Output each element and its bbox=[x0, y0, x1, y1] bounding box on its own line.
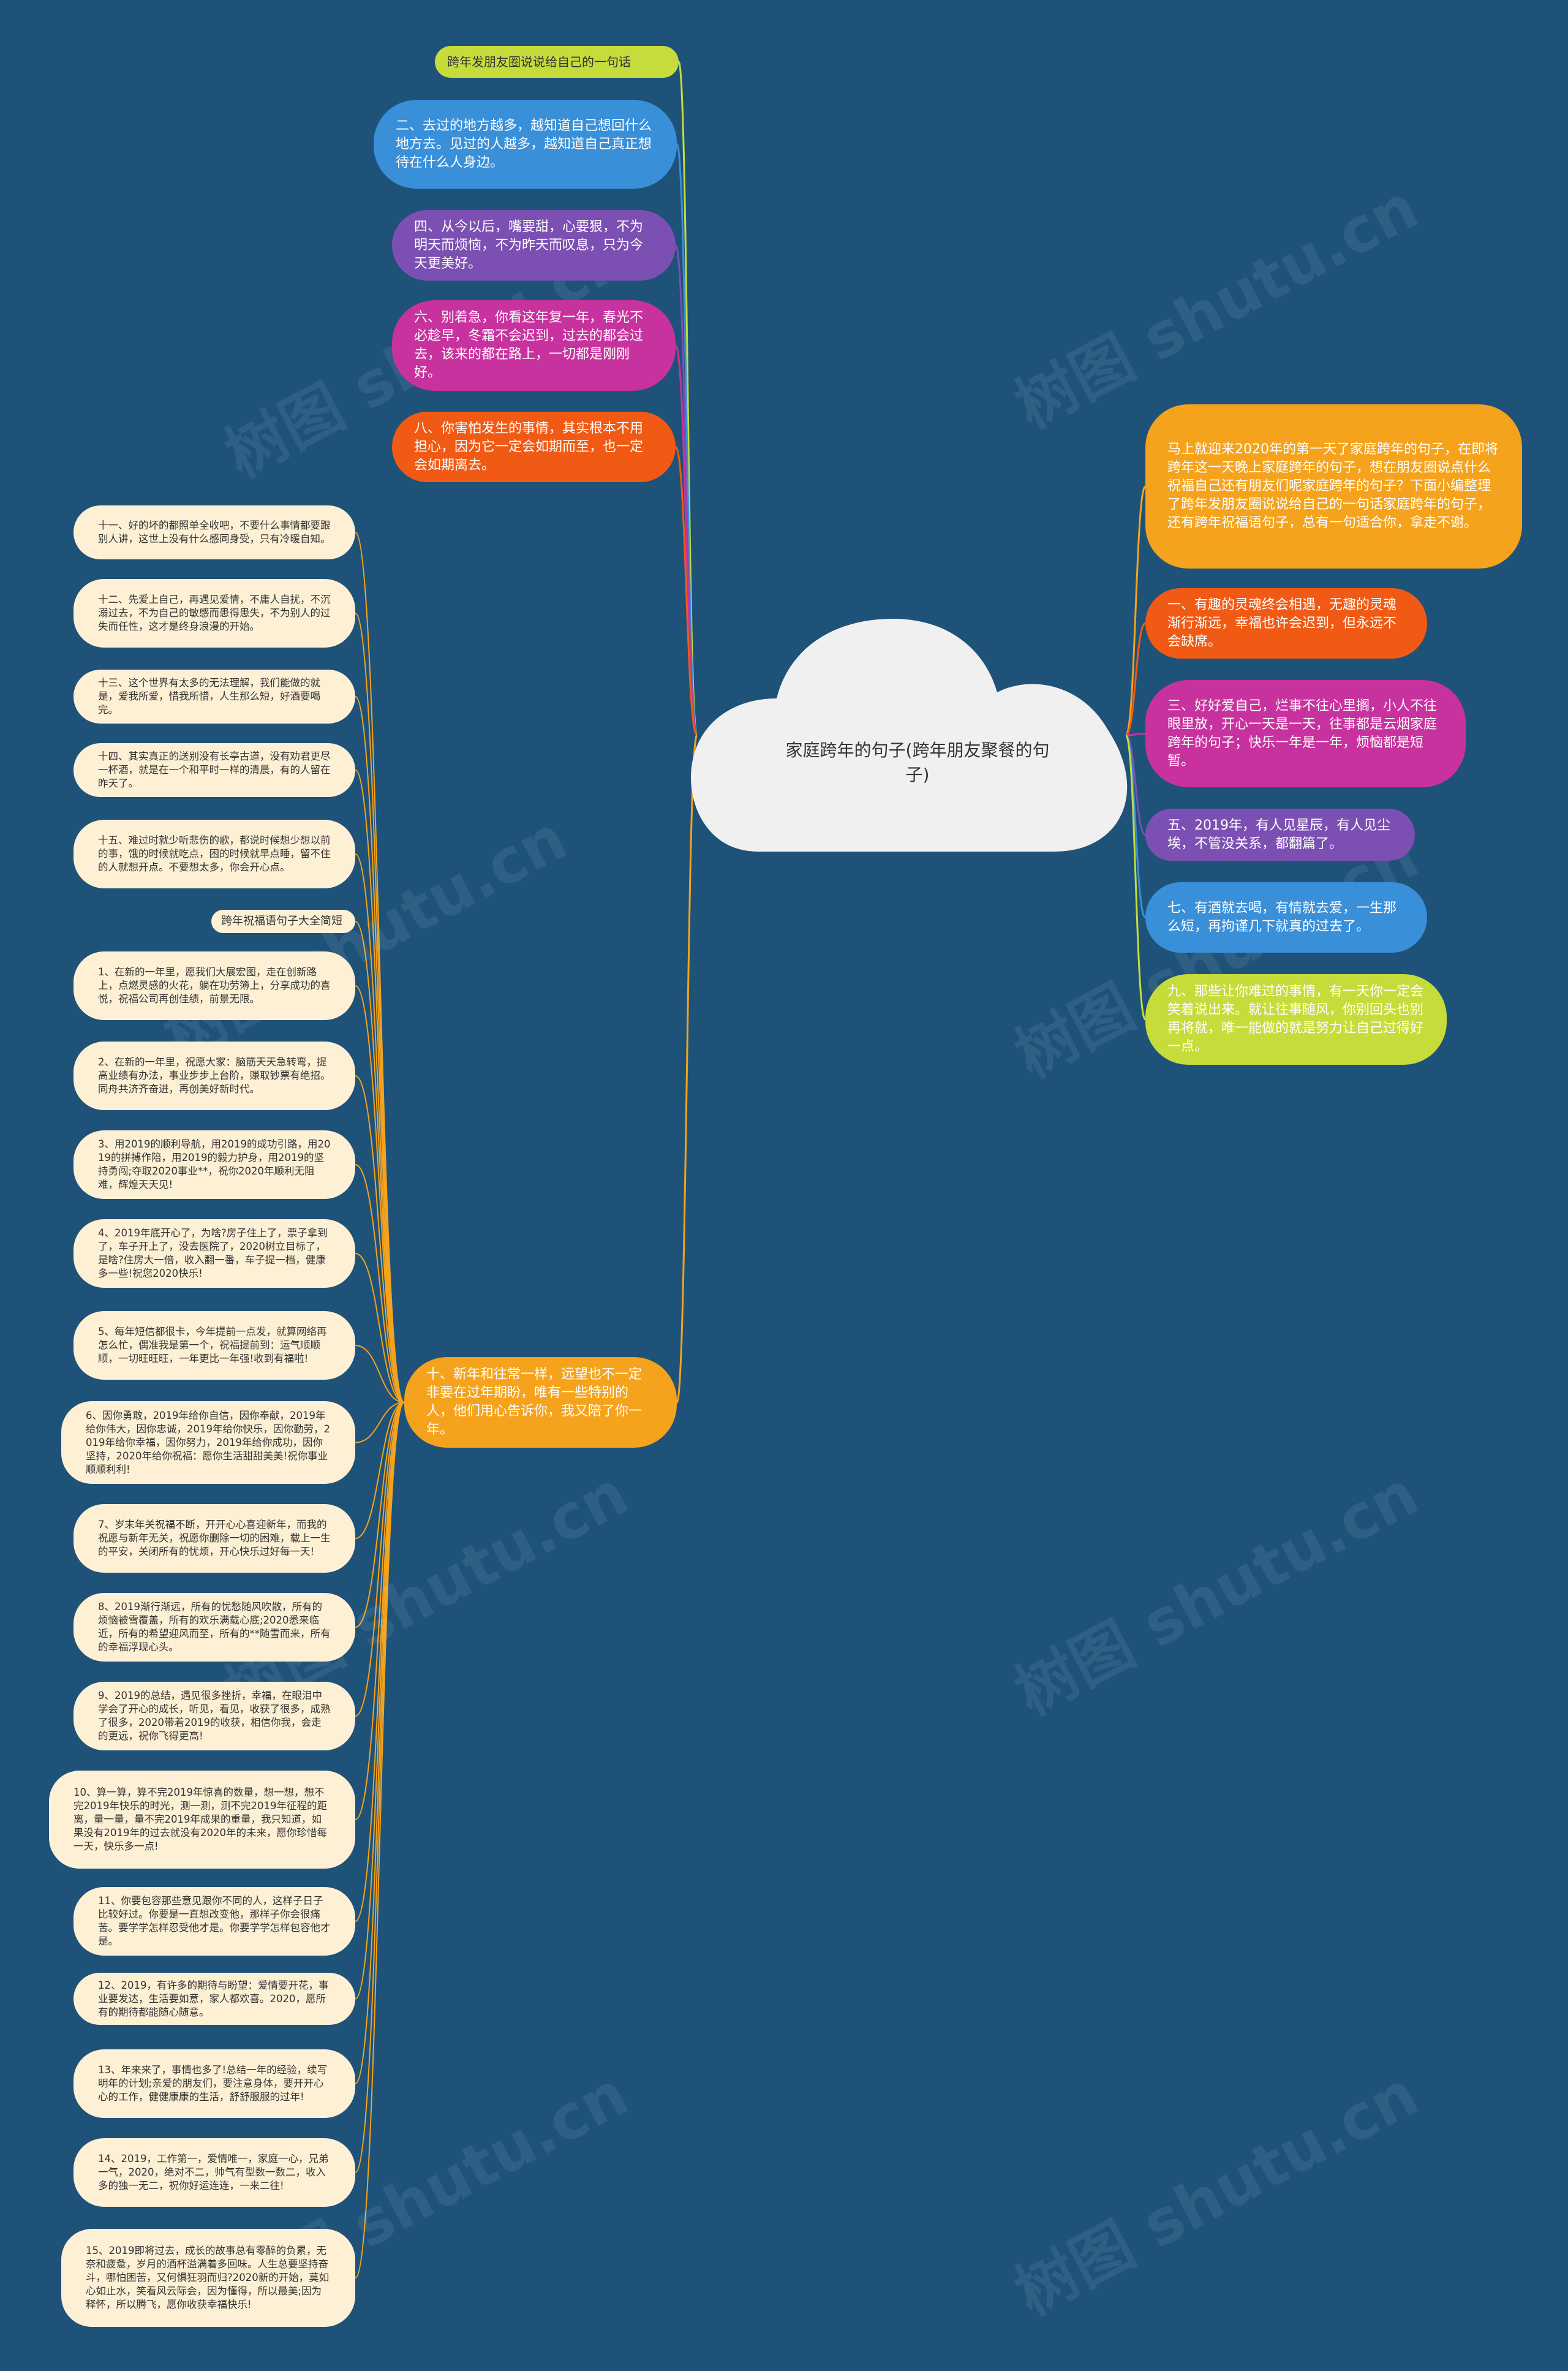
leaf-list-6-text: 6、因你勇敢，2019年给你自信，因你奉献，2019年给你伟大，因你忠诚，201… bbox=[86, 1409, 330, 1475]
center-topic-cloud[interactable] bbox=[691, 607, 1133, 864]
connector-leaf-list-1 bbox=[355, 985, 405, 1403]
leaf-list-10-text: 10、算一算，算不完2019年惊喜的数量，想一想，想不完2019年快乐的时光，测… bbox=[74, 1787, 327, 1852]
hub-branch[interactable]: 十、新年和往常一样，远望也不一定非要在过年期盼，唯有一些特别的人，他们用心告诉你… bbox=[404, 1357, 677, 1448]
leaf-top-3-text: 十三、这个世界有太多的无法理解，我们能做的就是，爱我所爱，惜我所惜，人生那么短，… bbox=[98, 677, 320, 716]
hub-branch-text: 十、新年和往常一样，远望也不一定非要在过年期盼，唯有一些特别的人，他们用心告诉你… bbox=[426, 1367, 643, 1437]
connector-leaf-list-3 bbox=[355, 1164, 405, 1403]
leaf-list-12[interactable]: 12、2019，有许多的期待与盼望：爱情要开花，事业要发达，生活要如意，家人都欢… bbox=[74, 1973, 355, 2025]
right-branch-6-text: 九、那些让你难过的事情，有一天你一定会笑着说出来。就让往事随风，你别回头也别再将… bbox=[1167, 984, 1424, 1054]
connector-leaf-list-7 bbox=[355, 1402, 405, 1539]
top-branch-3[interactable]: 四、从今以后，嘴要甜，心要狠，不为明天而烦恼，不为昨天而叹息，只为今天更美好。 bbox=[392, 210, 676, 281]
leaf-list-8[interactable]: 8、2019渐行渐远，所有的忧愁随风吹散，所有的烦恼被雪覆盖，所有的欢乐满载心底… bbox=[74, 1593, 355, 1662]
center-topic-title: 家庭跨年的句子(跨年朋友聚餐的句子) bbox=[785, 740, 1050, 785]
leaf-top-1-text: 十一、好的坏的都照单全收吧，不要什么事情都要跟别人讲，这世上没有什么感同身受，只… bbox=[98, 520, 331, 545]
leaf-top-5[interactable]: 十五、难过时就少听悲伤的歌，都说时候想少想以前的事，饿的时候就吃点，困的时候就早… bbox=[74, 820, 355, 888]
leaf-list-4-text: 4、2019年底开心了，为啥?房子住上了，票子拿到了，车子开上了，没去医院了，2… bbox=[98, 1227, 328, 1279]
connector-leaf-list-10 bbox=[355, 1402, 405, 1820]
sub-heading[interactable]: 跨年祝福语句子大全简短 bbox=[211, 910, 355, 933]
top-branch-4-text: 六、别着急，你看这年复一年，春光不必趁早，冬霜不会迟到，过去的都会过去，该来的都… bbox=[414, 310, 644, 380]
right-branch-5[interactable]: 七、有酒就去喝，有情就去爱，一生那么短，再拘谨几下就真的过去了。 bbox=[1145, 882, 1427, 953]
top-branch-3-text: 四、从今以后，嘴要甜，心要狠，不为明天而烦恼，不为昨天而叹息，只为今天更美好。 bbox=[414, 219, 644, 271]
leaf-list-3[interactable]: 3、用2019的顺利导航，用2019的成功引路，用2019的拼搏作陪，用2019… bbox=[74, 1130, 355, 1199]
leaf-list-13-text: 13、年来来了，事情也多了!总结一年的经验，续写明年的计划;亲爱的朋友们，要注意… bbox=[98, 2064, 328, 2103]
leaf-list-9[interactable]: 9、2019的总结，遇见很多挫折，幸福，在眼泪中学会了开心的成长，听见，看见，收… bbox=[74, 1682, 355, 1750]
connector-leaf-top-3 bbox=[355, 696, 405, 1403]
leaf-top-5-text: 十五、难过时就少听悲伤的歌，都说时候想少想以前的事，饿的时候就吃点，困的时候就早… bbox=[98, 834, 331, 873]
leaf-list-11[interactable]: 11、你要包容那些意见跟你不同的人，这样子日子比较好过。你要是一直想改变他，那样… bbox=[74, 1887, 355, 1956]
connector-leaf-list-8 bbox=[355, 1402, 405, 1628]
leaf-list-1[interactable]: 1、在新的一年里，愿我们大展宏图，走在创新路上，点燃灵感的火花，躺在功劳簿上，分… bbox=[74, 951, 355, 1020]
top-branch-5-text: 八、你害怕发生的事情，其实根本不用担心，因为它一定会如期而至，也一定会如期离去。 bbox=[414, 420, 644, 473]
sub-heading-text: 跨年祝福语句子大全简短 bbox=[221, 915, 342, 928]
connector-leaf-list-9 bbox=[355, 1402, 405, 1717]
top-branch-2-text: 二、去过的地方越多，越知道自己想回什么地方去。见过的人越多，越知道自己真正想待在… bbox=[396, 118, 652, 170]
right-branch-1-text: 马上就迎来2020年的第一天了家庭跨年的句子，在即将跨年这一天晚上家庭跨年的句子… bbox=[1167, 442, 1498, 531]
leaf-list-5-text: 5、每年短信都很卡，今年提前一点发，就算网络再怎么忙，偶准我是第一个，祝福提前到… bbox=[98, 1326, 327, 1364]
leaf-list-2[interactable]: 2、在新的一年里，祝愿大家：脑筋天天急转弯，提高业绩有办法，事业步步上台阶，赚取… bbox=[74, 1042, 355, 1110]
leaf-list-6[interactable]: 6、因你勇敢，2019年给你自信，因你奉献，2019年给你伟大，因你忠诚，201… bbox=[61, 1401, 355, 1484]
leaf-list-4[interactable]: 4、2019年底开心了，为啥?房子住上了，票子拿到了，车子开上了，没去医院了，2… bbox=[74, 1219, 355, 1288]
top-branch-2[interactable]: 二、去过的地方越多，越知道自己想回什么地方去。见过的人越多，越知道自己真正想待在… bbox=[374, 100, 677, 189]
right-branch-6[interactable]: 九、那些让你难过的事情，有一天你一定会笑着说出来。就让往事随风，你别回头也别再将… bbox=[1145, 974, 1447, 1065]
leaf-list-7[interactable]: 7、岁末年关祝福不断，开开心心喜迎新年，而我的祝愿与新年无关，祝愿你删除一切的困… bbox=[74, 1504, 355, 1573]
leaf-list-8-text: 8、2019渐行渐远，所有的忧愁随风吹散，所有的烦恼被雪覆盖，所有的欢乐满载心底… bbox=[98, 1601, 331, 1653]
leaf-list-15-text: 15、2019即将过去，成长的故事总有零醉的负累，无奈和疲惫，岁月的酒杯溢满着多… bbox=[86, 2245, 330, 2310]
leaf-top-1[interactable]: 十一、好的坏的都照单全收吧，不要什么事情都要跟别人讲，这世上没有什么感同身受，只… bbox=[74, 505, 355, 559]
right-branch-5-text: 七、有酒就去喝，有情就去爱，一生那么短，再拘谨几下就真的过去了。 bbox=[1167, 900, 1397, 934]
leaf-list-14[interactable]: 14、2019，工作第一，爱情唯一，家庭一心，兄弟一气，2020，绝对不二，帅气… bbox=[74, 2138, 355, 2207]
leaf-top-4-text: 十四、其实真正的送别没有长亭古道，没有劝君更尽一杯酒，就是在一个和平时一样的清晨… bbox=[98, 751, 331, 789]
leaf-list-10[interactable]: 10、算一算，算不完2019年惊喜的数量，想一想，想不完2019年快乐的时光，测… bbox=[49, 1771, 355, 1869]
connector-right-6 bbox=[1125, 734, 1147, 1021]
connector-leaf-list-15 bbox=[355, 1402, 405, 2278]
connector-right-3 bbox=[1125, 733, 1146, 736]
right-branch-2[interactable]: 一、有趣的灵魂终会相遇，无趣的灵魂渐行渐远，幸福也许会迟到，但永远不会缺席。 bbox=[1145, 588, 1427, 659]
top-branch-4[interactable]: 六、别着急，你看这年复一年，春光不必趁早，冬霜不会迟到，过去的都会过去，该来的都… bbox=[392, 300, 676, 391]
leaf-list-11-text: 11、你要包容那些意见跟你不同的人，这样子日子比较好过。你要是一直想改变他，那样… bbox=[98, 1895, 331, 1947]
top-branch-5[interactable]: 八、你害怕发生的事情，其实根本不用担心，因为它一定会如期而至，也一定会如期离去。 bbox=[392, 412, 676, 482]
right-branch-1[interactable]: 马上就迎来2020年的第一天了家庭跨年的句子，在即将跨年这一天晚上家庭跨年的句子… bbox=[1145, 404, 1522, 569]
right-branch-4-text: 五、2019年，有人见星辰，有人见尘埃，不管没关系，都翻篇了。 bbox=[1167, 817, 1390, 852]
leaf-list-14-text: 14、2019，工作第一，爱情唯一，家庭一心，兄弟一气，2020，绝对不二，帅气… bbox=[98, 2153, 329, 2191]
leaf-list-9-text: 9、2019的总结，遇见很多挫折，幸福，在眼泪中学会了开心的成长，听见，看见，收… bbox=[98, 1690, 331, 1742]
connector-sub-heading bbox=[355, 921, 405, 1403]
right-branch-4[interactable]: 五、2019年，有人见星辰，有人见尘埃，不管没关系，都翻篇了。 bbox=[1145, 809, 1415, 861]
right-branch-3-text: 三、好好爱自己，烂事不往心里搁，小人不往眼里放，开心一天是一天，往事都是云烟家庭… bbox=[1167, 698, 1438, 769]
leaf-list-2-text: 2、在新的一年里，祝愿大家：脑筋天天急转弯，提高业绩有办法，事业步步上台阶，赚取… bbox=[98, 1056, 331, 1095]
connector-right-2 bbox=[1125, 622, 1147, 736]
connector-top-5 bbox=[674, 446, 698, 736]
connector-leaf-top-5 bbox=[355, 853, 405, 1403]
connector-leaf-list-5 bbox=[355, 1345, 405, 1403]
leaf-list-15[interactable]: 15、2019即将过去，成长的故事总有零醉的负累，无奈和疲惫，岁月的酒杯溢满着多… bbox=[61, 2229, 355, 2327]
leaf-top-3[interactable]: 十三、这个世界有太多的无法理解，我们能做的就是，爱我所爱，惜我所惜，人生那么短，… bbox=[74, 670, 355, 724]
leaf-list-3-text: 3、用2019的顺利导航，用2019的成功引路，用2019的拼搏作陪，用2019… bbox=[98, 1138, 331, 1190]
top-branch-1[interactable]: 跨年发朋友圈说说给自己的一句话 bbox=[435, 46, 679, 78]
connector-right-1 bbox=[1125, 485, 1147, 736]
right-branch-3[interactable]: 三、好好爱自己，烂事不往心里搁，小人不往眼里放，开心一天是一天，往事都是云烟家庭… bbox=[1145, 680, 1466, 787]
top-branch-1-text: 跨年发朋友圈说说给自己的一句话 bbox=[447, 55, 631, 69]
connector-leaf-list-6 bbox=[355, 1402, 405, 1443]
leaf-list-13[interactable]: 13、年来来了，事情也多了!总结一年的经验，续写明年的计划;亲爱的朋友们，要注意… bbox=[74, 2049, 355, 2118]
leaf-list-5[interactable]: 5、每年短信都很卡，今年提前一点发，就算网络再怎么忙，偶准我是第一个，祝福提前到… bbox=[74, 1311, 355, 1380]
leaf-list-7-text: 7、岁末年关祝福不断，开开心心喜迎新年，而我的祝愿与新年无关，祝愿你删除一切的困… bbox=[98, 1519, 331, 1557]
leaf-top-2-text: 十二、先爱上自己，再遇见爱情，不庸人自扰，不沉溺过去，不为自己的敏感而患得患失，… bbox=[98, 594, 331, 632]
connector-leaf-list-12 bbox=[355, 1402, 405, 2000]
leaf-top-4[interactable]: 十四、其实真正的送别没有长亭古道，没有劝君更尽一杯酒，就是在一个和平时一样的清晨… bbox=[74, 743, 355, 797]
right-branch-2-text: 一、有趣的灵魂终会相遇，无趣的灵魂渐行渐远，幸福也许会迟到，但永远不会缺席。 bbox=[1167, 597, 1397, 649]
connector-leaf-top-4 bbox=[355, 770, 405, 1403]
leaf-top-2[interactable]: 十二、先爱上自己，再遇见爱情，不庸人自扰，不沉溺过去，不为自己的敏感而患得患失，… bbox=[74, 579, 355, 648]
connector-leaf-list-2 bbox=[355, 1075, 405, 1403]
connector-leaf-list-4 bbox=[355, 1253, 405, 1403]
leaf-list-12-text: 12、2019，有许多的期待与盼望：爱情要开花，事业要发达，生活要如意，家人都欢… bbox=[98, 1979, 329, 2018]
leaf-list-1-text: 1、在新的一年里，愿我们大展宏图，走在创新路上，点燃灵感的火花，躺在功劳簿上，分… bbox=[98, 966, 331, 1005]
